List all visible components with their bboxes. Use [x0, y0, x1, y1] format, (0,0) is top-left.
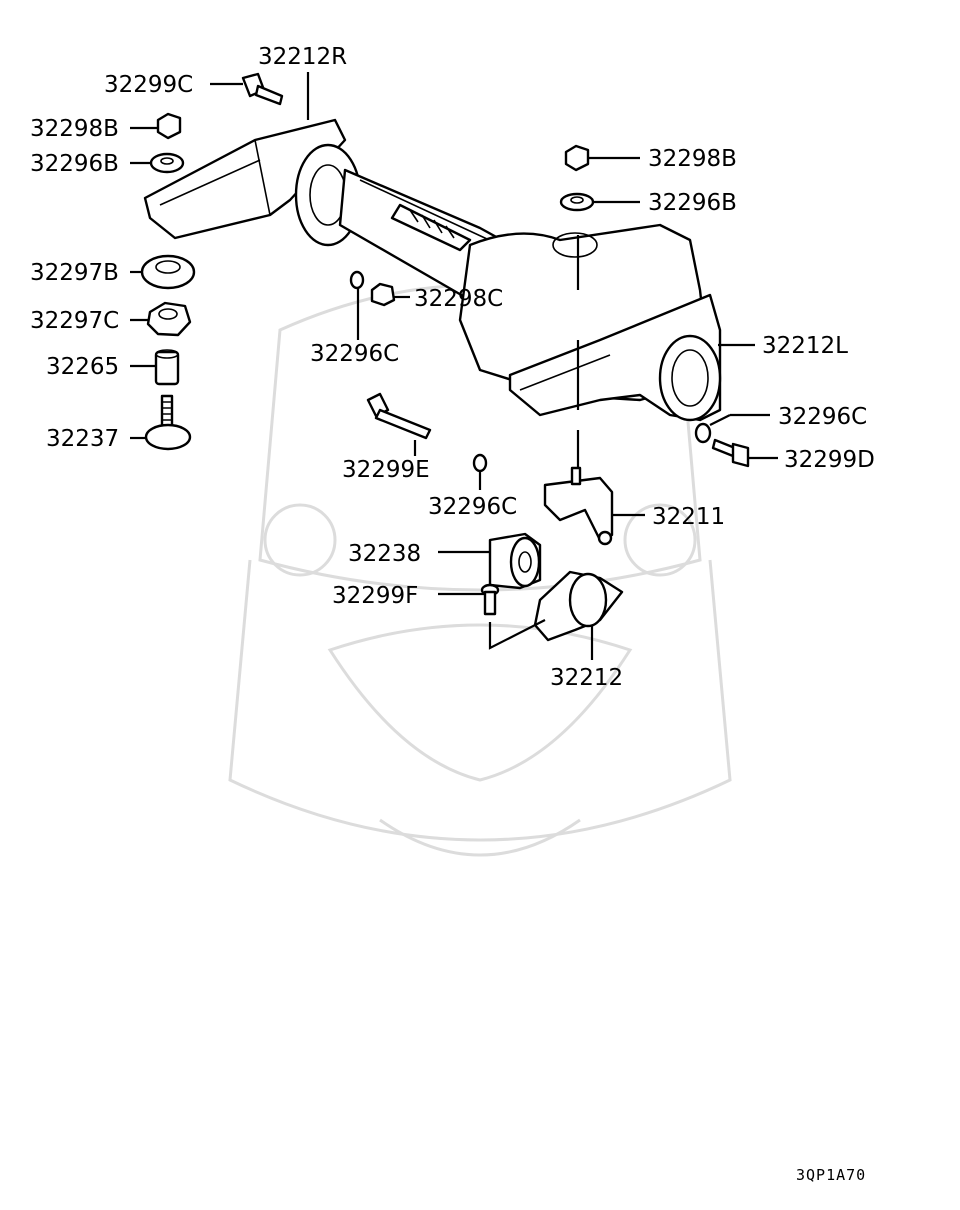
- label-32212R: 32212R: [258, 44, 347, 70]
- label-32211: 32211: [652, 504, 725, 530]
- label-32299E: 32299E: [342, 457, 430, 483]
- label-32298B-right: 32298B: [648, 146, 737, 172]
- label-32298B-left: 32298B: [30, 116, 119, 142]
- label-32238: 32238: [348, 541, 421, 567]
- part-labels: 32212R 32299C 32298B 32296B 32297B 32297…: [30, 44, 875, 691]
- label-32297B: 32297B: [30, 260, 119, 286]
- label-32298C: 32298C: [414, 286, 503, 312]
- label-32296C-mid: 32296C: [310, 341, 399, 367]
- label-32237: 32237: [46, 426, 119, 452]
- label-32296B-left: 32296B: [30, 151, 119, 177]
- left-column-parts: [140, 72, 284, 451]
- label-32296C-right: 32296C: [778, 404, 867, 430]
- label-32265: 32265: [46, 354, 119, 380]
- leader-lines: [130, 72, 778, 660]
- label-32299C: 32299C: [104, 72, 193, 98]
- label-32299F: 32299F: [332, 583, 418, 609]
- watermark-emblem: [228, 283, 732, 857]
- label-32296C-low: 32296C: [428, 494, 517, 520]
- label-32212: 32212: [550, 665, 623, 691]
- label-32212L: 32212L: [762, 333, 848, 359]
- label-32299D: 32299D: [784, 447, 875, 473]
- label-32296B-right: 32296B: [648, 190, 737, 216]
- diagram-code: 3QP1A70: [796, 1166, 866, 1184]
- label-32297C: 32297C: [30, 308, 119, 334]
- differential-assembly: [143, 118, 722, 470]
